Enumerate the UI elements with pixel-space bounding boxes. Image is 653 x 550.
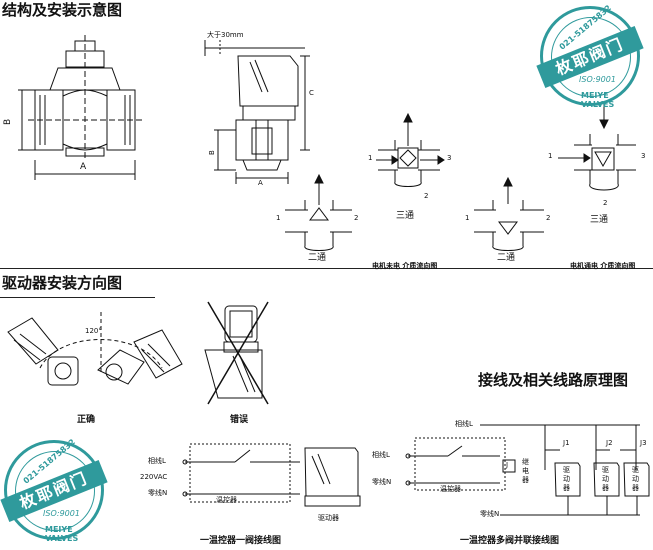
port-2-label: 2: [424, 192, 429, 200]
relay-j1-label: J1: [563, 439, 570, 447]
correct-caption: 正确: [77, 415, 96, 425]
driver-label: 驱动器: [632, 466, 639, 492]
port-3-label: 3: [447, 154, 452, 162]
port-3-label: 3: [641, 152, 646, 160]
stamp-english: MEIYE VALVES: [581, 91, 615, 109]
live-wire-label: 相线L: [372, 451, 390, 459]
two-way-label: 二通: [308, 253, 327, 263]
two-way-label: 二通: [497, 253, 516, 263]
thermostat-label: 温控器: [216, 496, 237, 504]
dim-b-label: B: [3, 118, 13, 125]
dim-a2-label: A: [258, 179, 263, 187]
single-wiring-caption: 一温控器一阀接线图: [200, 536, 282, 546]
note-motor-on: 电机通电 介质流向图: [570, 262, 636, 270]
valve-body-front-drawing: [18, 35, 142, 180]
thermostat-label: 温控器: [440, 485, 461, 493]
relay-j2-label: J2: [606, 439, 613, 447]
dim-b2-label: B: [208, 150, 216, 155]
company-stamp: 021-51875832 枚耶阀门 ISO:9001 MEIYE VALVES: [0, 437, 108, 543]
multi-wiring-caption: 一温控器多阀并联接线图: [460, 536, 560, 546]
live-wire-label: 相线L: [148, 457, 166, 465]
neutral-wire-label: 零线N: [148, 489, 168, 497]
three-way-diagram-on: [558, 104, 636, 191]
port-1-label: 1: [548, 152, 553, 160]
actuator-section-title: 驱动器安装方向图: [2, 274, 123, 292]
wiring-section-title: 接线及相关线路原理图: [478, 371, 629, 389]
port-2-label: 2: [603, 199, 608, 207]
section-divider-under-title: [0, 297, 155, 298]
relay-j3-label: J3: [640, 439, 647, 447]
three-way-label: 三通: [590, 215, 609, 225]
three-way-label: 三通: [396, 211, 415, 221]
live-wire-label: 相线L: [455, 420, 473, 428]
stamp-iso: ISO:9001: [579, 75, 616, 84]
port-2-label: 2: [354, 214, 359, 222]
three-way-diagram-off: [376, 112, 445, 187]
actuator-wrong-drawing: [204, 301, 269, 405]
relay-label: J: [506, 461, 509, 469]
stamp-english: MEIYE VALVES: [45, 525, 79, 543]
neutral-wire-label: 零线N: [480, 510, 500, 518]
dim-a-label: A: [80, 162, 87, 172]
two-way-diagram-on: [474, 176, 544, 251]
voltage-label: 220VAC: [140, 473, 168, 481]
relay-coil-label: 继电器: [522, 458, 529, 484]
wrong-caption: 错误: [230, 415, 249, 425]
company-stamp: 021-51875832 枚耶阀门 ISO:9001 MEIYE VALVES: [536, 3, 644, 109]
port-2-label: 2: [546, 214, 551, 222]
driver-label: 驱动器: [563, 466, 570, 492]
dim-c-label: C: [309, 89, 314, 97]
structure-section-title: 结构及安装示意图: [2, 1, 123, 19]
clearance-label: 大于30mm: [207, 31, 244, 39]
angle-label: 120°: [85, 327, 102, 335]
port-1-label: 1: [276, 214, 281, 222]
note-motor-off: 电机未电 介质流向图: [372, 262, 438, 270]
wiring-multi-diagram: [405, 424, 650, 516]
stamp-iso: ISO:9001: [43, 509, 80, 518]
two-way-diagram-off: [285, 173, 352, 251]
actuator-correct-drawing: [7, 312, 183, 386]
valve-actuator-side-drawing: [204, 40, 310, 184]
neutral-wire-label: 零线N: [372, 478, 392, 486]
port-1-label: 1: [465, 214, 470, 222]
section-divider-top: [0, 268, 653, 269]
wiring-single-diagram: [182, 443, 361, 507]
driver-label: 驱动器: [318, 514, 339, 522]
port-1-label: 1: [368, 154, 373, 162]
driver-label: 驱动器: [602, 466, 609, 492]
